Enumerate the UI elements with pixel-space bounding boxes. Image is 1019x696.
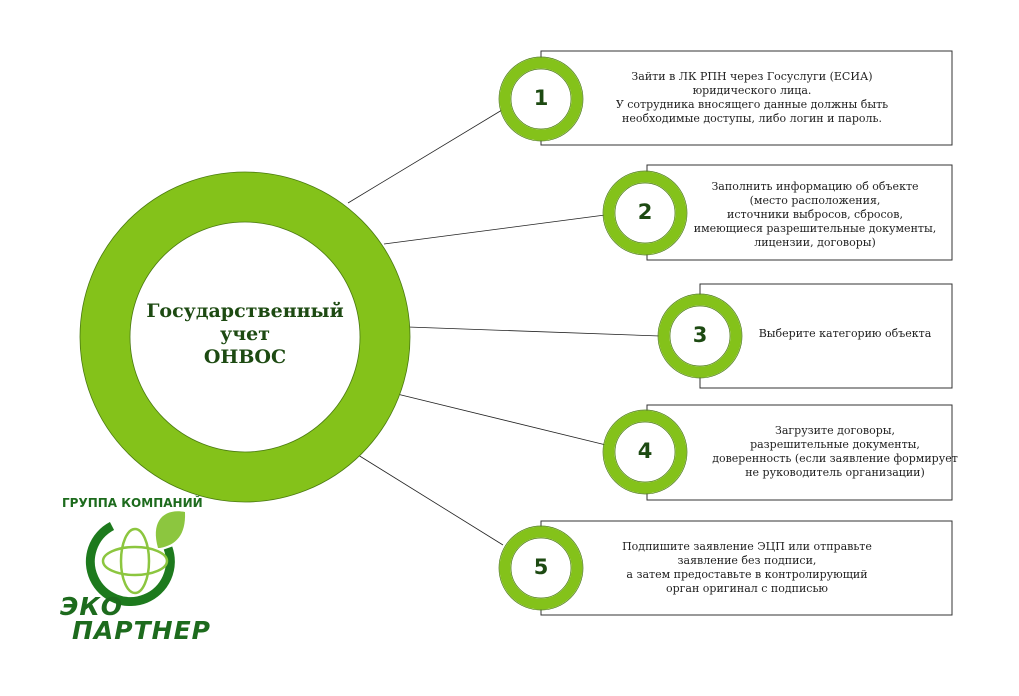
step-circle-1 [499,57,583,141]
step-text-2: Заполнить информацию об объекте(место ра… [694,180,937,250]
center-ring [80,172,410,502]
step-text-3: Выберите категорию объекта [759,327,932,341]
step-circle-2 [603,171,687,255]
step-number-5: 5 [533,555,549,579]
step-text-line: Заполнить информацию об объекте [711,180,919,193]
step-text-line: заявление без подписи, [677,554,817,567]
step-number-3: 3 [692,323,708,347]
step-text-line: Загрузите договоры, [774,424,896,437]
step-text-line: юридического лица. [692,84,812,97]
step-box-3 [699,283,953,389]
logo-word-partner: ПАРТНЕР [72,616,211,645]
step-circle-3 [658,294,742,378]
step-text-1: Зайти в ЛК РПН через Госуслуги (ЕСИА)юри… [616,70,888,126]
step-text-line: (место расположения, [749,194,881,207]
step-text-line: доверенность (если заявление формирует [712,452,958,465]
step-text-4: Загрузите договоры,разрешительные докуме… [712,424,958,480]
connector-1 [347,109,503,204]
step-box-5 [540,520,953,616]
step-text-line: У сотрудника вносящего данные должны быт… [615,98,889,111]
step-number-1: 1 [533,86,549,110]
connector-5 [349,449,504,546]
step-box-4 [646,404,953,501]
center-title: Государственный учет ОНВОС [146,300,344,368]
step-text-line: не руководитель организации) [745,466,925,479]
connector-2 [383,214,606,245]
connector-3 [407,326,661,337]
step-text-line: источники выбросов, сбросов, [727,208,903,221]
step-text-line: Подпишите заявление ЭЦП или отправьте [622,540,872,553]
step-text-line: необходимые доступы, либо логин и пароль… [622,112,882,125]
step-text-line: Выберите категорию объекта [758,327,932,340]
logo-graphic [85,511,186,606]
step-box-1 [540,50,953,146]
connector-4 [392,392,607,446]
step-text-line: а затем предоставьте в контролирующий [626,568,868,581]
logo-group-label: ГРУППА КОМПАНИЙ [62,496,203,510]
step-text-line: Зайти в ЛК РПН через Госуслуги (ЕСИА) [631,70,873,83]
step-circle-4 [603,410,687,494]
logo-word-eko: ЭКО [60,592,124,621]
step-text-line: орган оригинал с подписью [665,582,829,595]
step-number-2: 2 [637,200,653,224]
step-circle-5 [499,526,583,610]
step-text-line: имеющиеся разрешительные документы, [693,222,937,235]
step-text-line: лицензии, договоры) [754,236,876,249]
step-number-4: 4 [637,439,653,463]
step-text-line: разрешительные документы, [750,438,920,451]
